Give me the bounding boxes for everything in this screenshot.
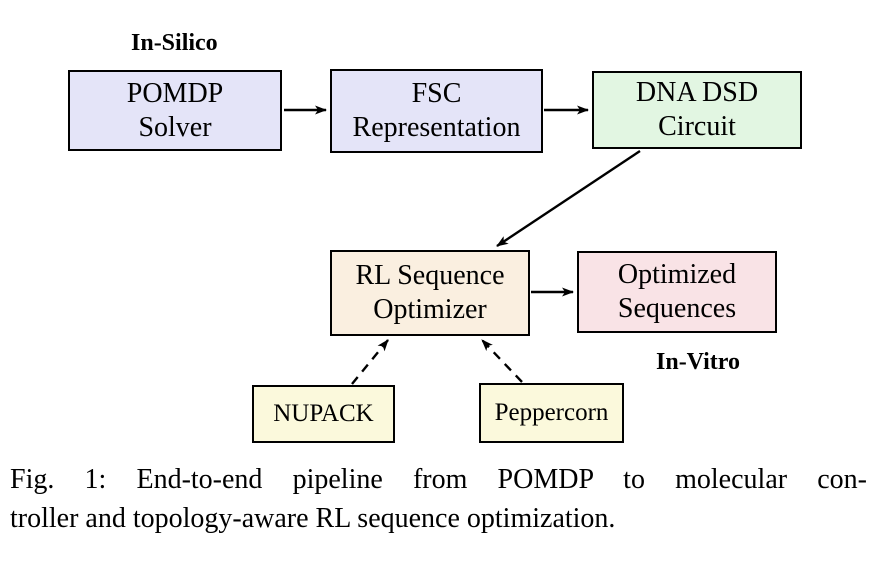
node-label-line: Peppercorn (494, 399, 609, 426)
node-pomdp-solver: POMDP Solver (68, 70, 282, 151)
node-label-line: NUPACK (273, 400, 374, 427)
node-label-line: Sequences (617, 293, 737, 324)
node-rl-sequence-optimizer: RL Sequence Optimizer (330, 250, 530, 336)
node-label-line: Optimized (617, 259, 737, 290)
node-peppercorn: Peppercorn (479, 383, 624, 443)
arrow-nupack-to-rl (351, 339, 389, 385)
figure-caption: Fig. 1: End-to-end pipeline from POMDP t… (10, 460, 867, 538)
node-label-line: Circuit (658, 111, 736, 142)
node-label-line: DNA DSD (635, 77, 759, 108)
caption-line-2: troller and topology-aware RL sequence o… (10, 503, 616, 534)
caption-line-1: Fig. 1: End-to-end pipeline from POMDP t… (10, 464, 867, 495)
node-label-line: RL Sequence (355, 260, 505, 291)
node-nupack: NUPACK (252, 385, 395, 443)
node-label-line: FSC (411, 78, 462, 109)
node-label-line: Optimizer (373, 294, 487, 325)
in-silico-label: In-Silico (131, 30, 218, 56)
in-vitro-label: In-Vitro (656, 349, 740, 375)
node-label-line: Solver (138, 111, 212, 143)
arrow-peppercorn-to-rl (481, 339, 523, 383)
node-dna-dsd-circuit: DNA DSD Circuit (592, 71, 802, 149)
node-label-line: POMDP (126, 77, 224, 109)
arrow-dna-to-rl (496, 150, 641, 247)
node-fsc-representation: FSC Representation (330, 69, 543, 153)
node-optimized-sequences: Optimized Sequences (577, 251, 777, 333)
node-label-line: Representation (352, 112, 521, 143)
